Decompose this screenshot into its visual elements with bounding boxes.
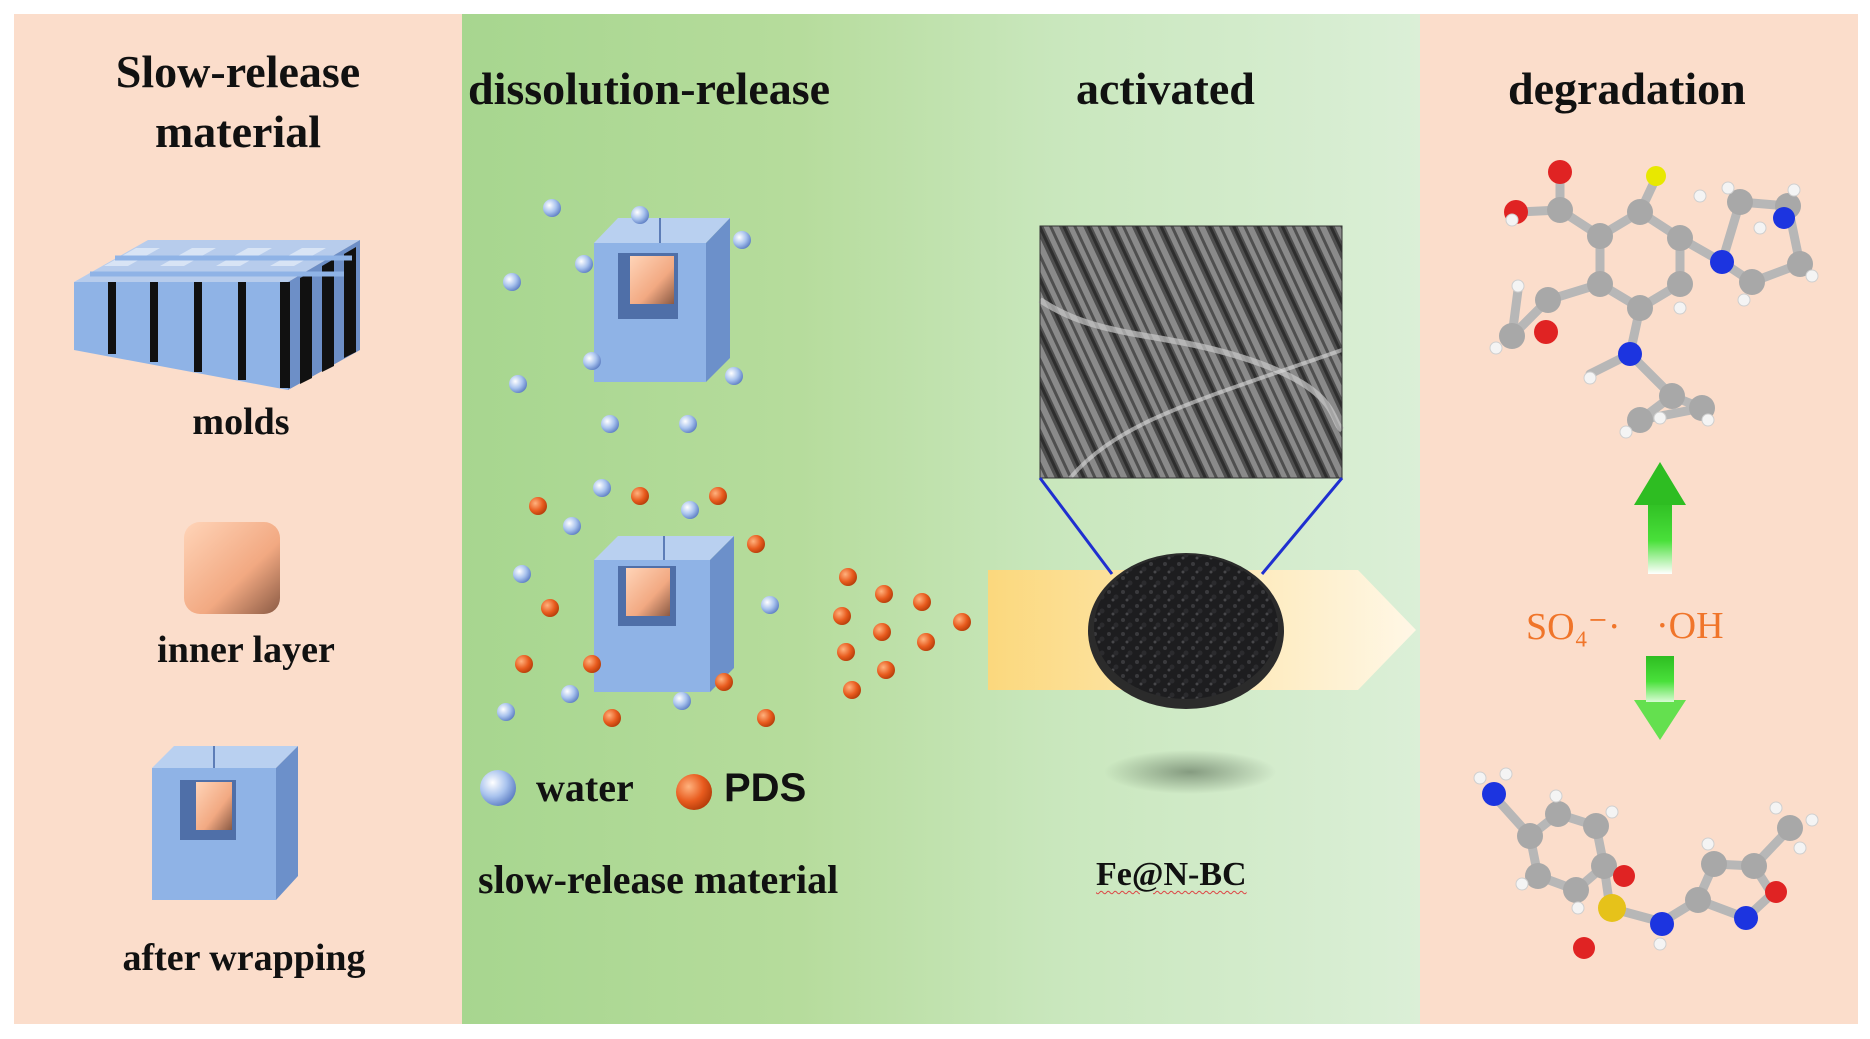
water-particle bbox=[679, 415, 697, 433]
label-fe-n-bc: Fe@N-BC bbox=[1096, 856, 1247, 893]
molecule-bottom bbox=[1473, 767, 1819, 959]
pds-particle bbox=[875, 585, 893, 603]
water-particle bbox=[673, 692, 691, 710]
title-degradation: degradation bbox=[1508, 63, 1746, 114]
pds-particle bbox=[631, 487, 649, 505]
label-molds: molds bbox=[192, 401, 290, 443]
pds-particles bbox=[515, 487, 971, 810]
pds-particle bbox=[676, 774, 712, 810]
sem-micrograph bbox=[1038, 225, 1345, 480]
pds-particle bbox=[953, 613, 971, 631]
title-slow-release-material: Slow-release material bbox=[115, 46, 361, 157]
pds-particle bbox=[757, 709, 775, 727]
panel-degradation bbox=[1420, 14, 1858, 1024]
pds-particle bbox=[541, 599, 559, 617]
pds-particle bbox=[603, 709, 621, 727]
water-particle bbox=[593, 479, 611, 497]
pds-particle bbox=[837, 643, 855, 661]
label-slow-release-material: slow-release material bbox=[478, 857, 839, 902]
water-particle bbox=[509, 375, 527, 393]
water-particle bbox=[601, 415, 619, 433]
pds-particle bbox=[529, 497, 547, 515]
zoom-line-right bbox=[1260, 477, 1344, 575]
pds-particle bbox=[515, 655, 533, 673]
panel-dissolution-activation bbox=[462, 14, 1420, 1024]
water-particle bbox=[480, 770, 516, 806]
radical-hydroxyl: ·OH bbox=[1656, 605, 1724, 647]
water-particle bbox=[761, 596, 779, 614]
pds-particle bbox=[873, 623, 891, 641]
container-top bbox=[594, 218, 730, 382]
molds-grid-illustration bbox=[74, 240, 360, 390]
water-particle bbox=[583, 352, 601, 370]
pds-particle bbox=[833, 607, 851, 625]
label-after-wrapping: after wrapping bbox=[122, 937, 366, 979]
pds-particle bbox=[913, 593, 931, 611]
catalyst-shadow bbox=[1104, 750, 1276, 794]
pds-particle bbox=[747, 535, 765, 553]
pds-particle bbox=[839, 568, 857, 586]
water-particle bbox=[733, 231, 751, 249]
water-particle bbox=[561, 685, 579, 703]
legend-pds-label: PDS bbox=[724, 766, 807, 810]
fe-n-bc-catalyst-disk bbox=[1088, 553, 1284, 709]
water-particle bbox=[497, 703, 515, 721]
inner-layer-cube bbox=[184, 522, 280, 614]
water-particle bbox=[631, 206, 649, 224]
container-bottom bbox=[594, 536, 734, 692]
water-particle bbox=[563, 517, 581, 535]
water-particle bbox=[503, 273, 521, 291]
water-particle bbox=[543, 199, 561, 217]
pds-particle bbox=[877, 661, 895, 679]
arrow-down-to-molecule bbox=[1634, 656, 1686, 740]
legend-water-label: water bbox=[536, 765, 634, 810]
title-dissolution-release: dissolution-release bbox=[468, 63, 831, 114]
after-wrapping-cube bbox=[152, 746, 298, 900]
radical-sulfate: SO₄⁻· bbox=[1526, 606, 1621, 648]
water-particle bbox=[681, 501, 699, 519]
water-particles bbox=[480, 199, 779, 806]
water-particle bbox=[575, 255, 593, 273]
water-particle bbox=[725, 367, 743, 385]
pds-particle bbox=[917, 633, 935, 651]
zoom-line-left bbox=[1038, 477, 1114, 575]
pds-particle bbox=[583, 655, 601, 673]
pds-particle bbox=[709, 487, 727, 505]
pds-particle bbox=[843, 681, 861, 699]
pds-particle bbox=[715, 673, 733, 691]
arrow-up-to-molecule bbox=[1634, 462, 1686, 574]
title-activated: activated bbox=[1076, 63, 1255, 114]
molecule-top bbox=[1489, 160, 1819, 439]
water-particle bbox=[513, 565, 531, 583]
label-inner-layer: inner layer bbox=[157, 629, 335, 671]
